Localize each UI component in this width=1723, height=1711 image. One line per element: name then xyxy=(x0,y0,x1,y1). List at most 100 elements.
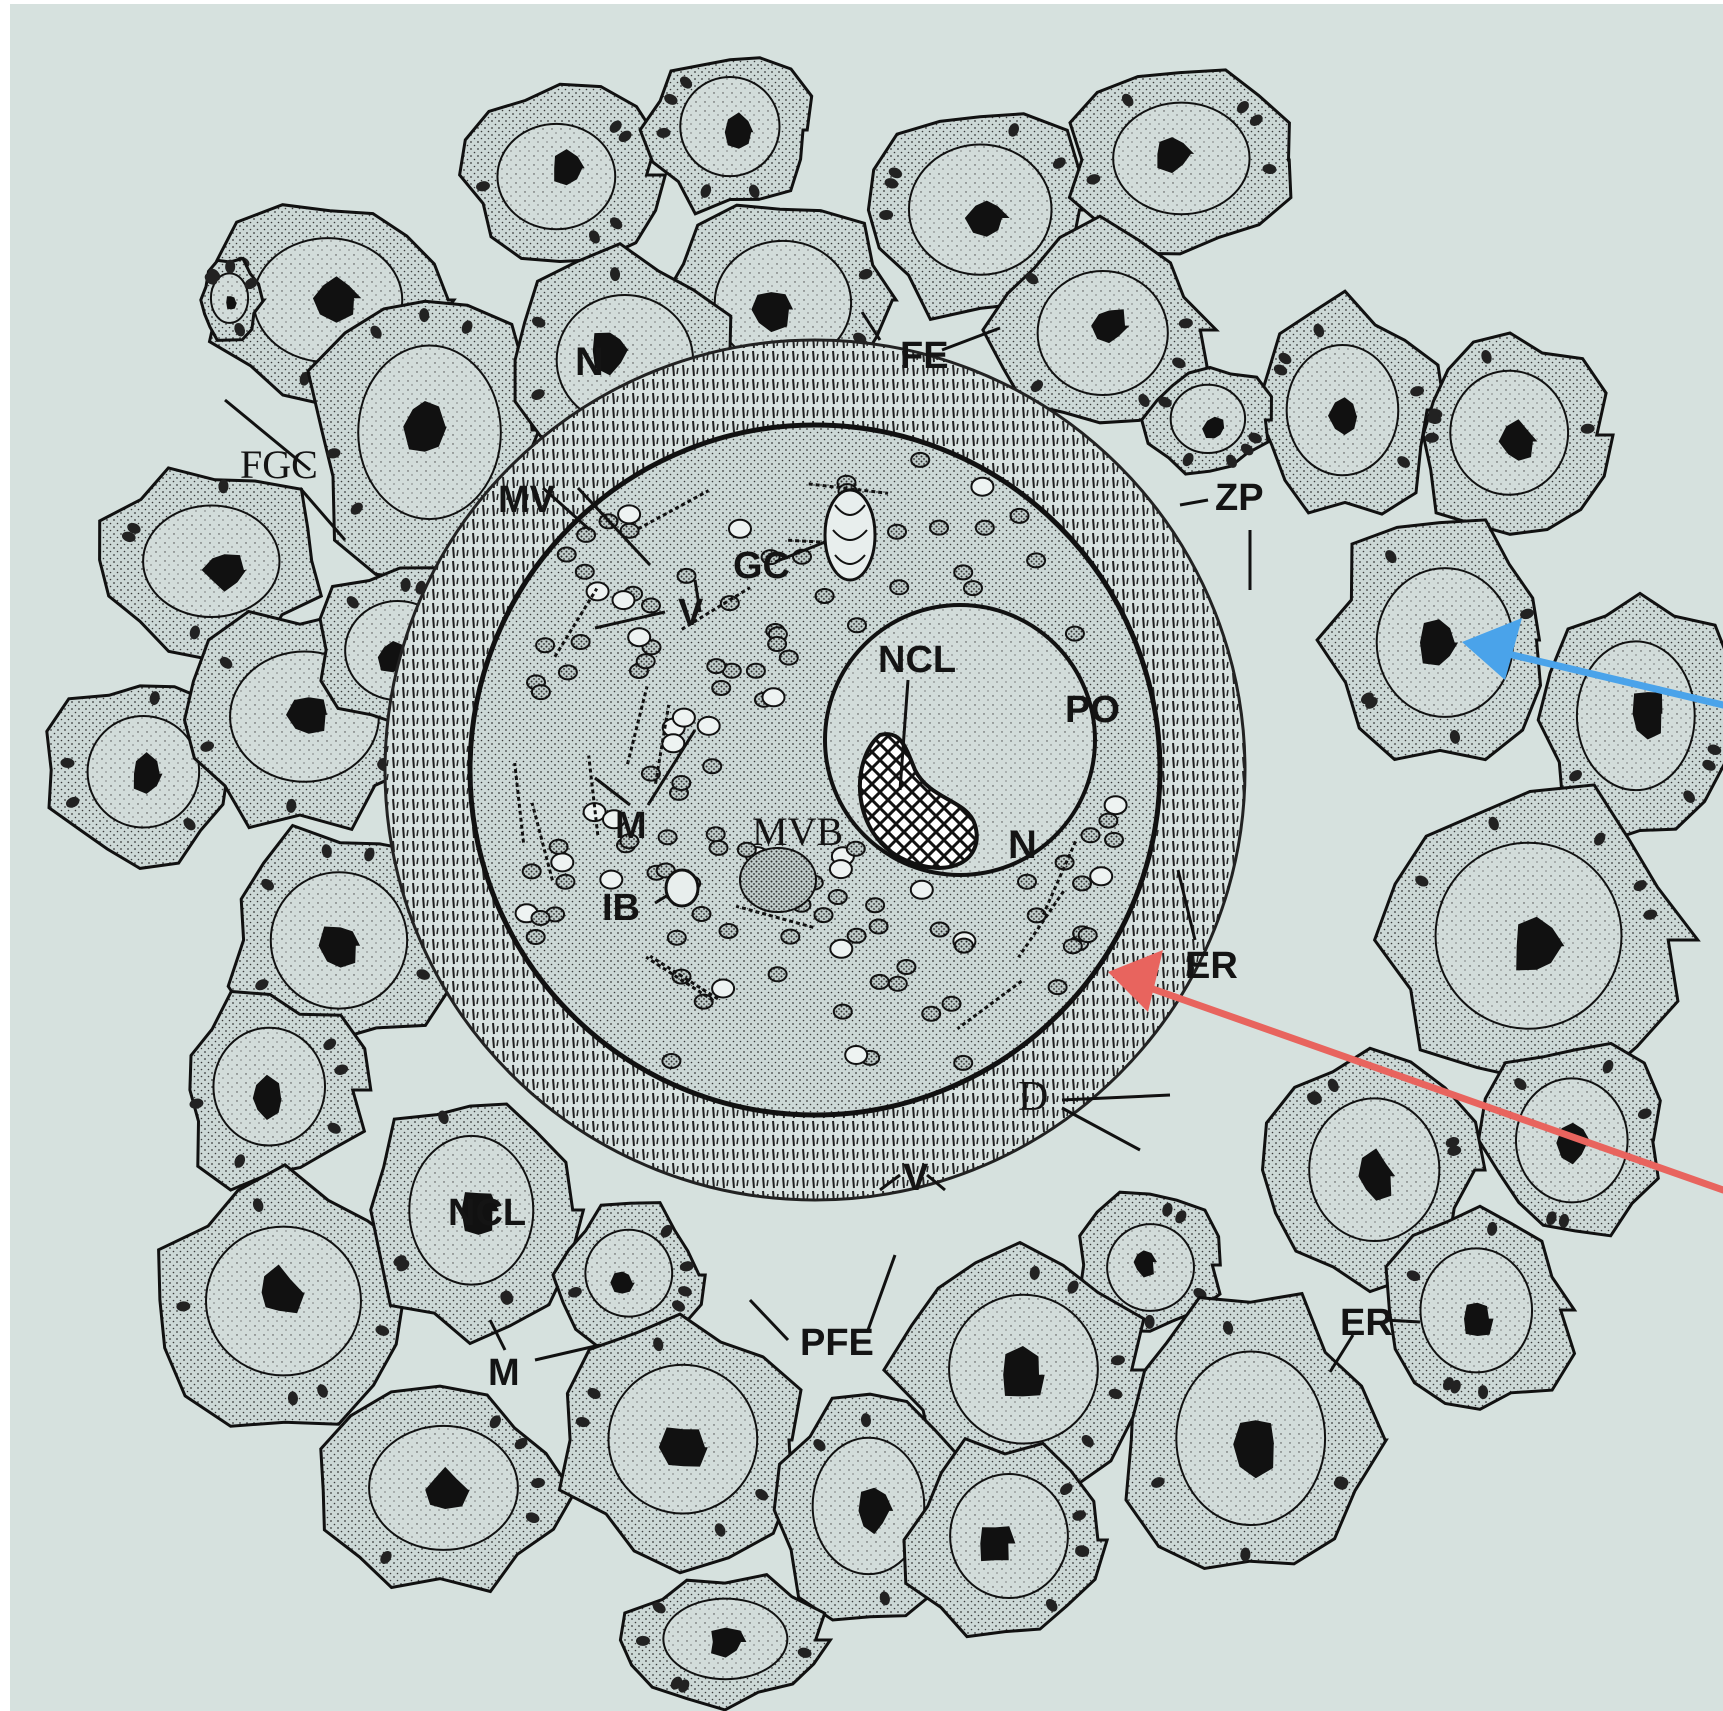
mitochondrion xyxy=(710,841,728,855)
vesicle xyxy=(698,717,720,735)
label-m-oocyte: M xyxy=(615,805,647,847)
mitochondrion xyxy=(769,967,787,981)
mitochondrion xyxy=(964,581,982,595)
vesicle xyxy=(1090,867,1112,885)
label-n-oocyte: N xyxy=(1008,823,1037,867)
vesicle xyxy=(830,860,852,878)
mitochondrion xyxy=(829,890,847,904)
label-pfe: PFE xyxy=(800,1322,874,1364)
mitochondrion xyxy=(848,929,866,943)
mitochondrion xyxy=(955,939,973,953)
mitochondrion xyxy=(558,548,576,562)
mitochondrion xyxy=(1018,875,1036,889)
cell-nucleus xyxy=(1171,385,1245,453)
mitochondrion xyxy=(931,923,949,937)
mitochondrion xyxy=(1049,980,1067,994)
mitochondrion xyxy=(527,930,545,944)
mitochondrion xyxy=(889,977,907,991)
label-zp: ZP xyxy=(1215,477,1264,519)
mitochondrion xyxy=(930,521,948,535)
label-v-lower: V xyxy=(903,1157,929,1199)
mitochondrion xyxy=(523,864,541,878)
vesicle xyxy=(830,940,852,958)
mitochondrion xyxy=(871,975,889,989)
cell-nucleus xyxy=(585,1230,672,1317)
label-ncl-follicle: NCL xyxy=(448,1192,526,1234)
mitochondrion xyxy=(576,565,594,579)
mitochondrion xyxy=(847,842,865,856)
vesicle xyxy=(618,505,640,523)
mitochondrion xyxy=(695,995,713,1009)
mitochondrion xyxy=(1105,833,1123,847)
golgi-complex xyxy=(825,490,875,580)
mitochondrion xyxy=(572,635,590,649)
mitochondrion xyxy=(1064,939,1082,953)
mitochondrion xyxy=(943,997,961,1011)
inclusion-body xyxy=(666,870,698,906)
mitochondrion xyxy=(781,930,799,944)
mitochondrion xyxy=(678,569,696,583)
vesicle xyxy=(712,980,734,998)
mitochondrion xyxy=(532,911,550,925)
oocyte-nucleus xyxy=(825,605,1095,875)
vesicle xyxy=(845,1046,867,1064)
vesicle xyxy=(628,628,650,646)
vesicle xyxy=(613,591,635,609)
mitochondrion xyxy=(954,1056,972,1070)
mitochondrion xyxy=(890,580,908,594)
mitochondrion xyxy=(637,654,655,668)
mitochondrion xyxy=(848,618,866,632)
mitochondrion xyxy=(1027,553,1045,567)
mitochondrion xyxy=(768,637,786,651)
mitochondrion xyxy=(976,521,994,535)
mitochondrion xyxy=(659,830,677,844)
label-er-follicle: ER xyxy=(1340,1302,1393,1344)
vesicle xyxy=(763,688,785,706)
label-d: D xyxy=(1018,1074,1048,1120)
mitochondrion xyxy=(556,875,574,889)
cell-mitochondrion xyxy=(225,260,235,274)
mitochondrion xyxy=(707,827,725,841)
label-fe: FE xyxy=(900,335,949,377)
mitochondrion xyxy=(662,1054,680,1068)
vesicle xyxy=(600,871,622,889)
multivesicular-body xyxy=(740,848,816,912)
mitochondrion xyxy=(815,908,833,922)
mitochondrion xyxy=(712,681,730,695)
cell-mitochondrion xyxy=(1145,1315,1155,1329)
mitochondrion xyxy=(720,924,738,938)
vesicle xyxy=(911,881,933,899)
mitochondrion xyxy=(870,920,888,934)
mitochondrion xyxy=(703,759,721,773)
label-gc: GC xyxy=(733,545,790,587)
mitochondrion xyxy=(747,664,765,678)
label-ib: IB xyxy=(602,887,640,929)
mitochondrion xyxy=(888,525,906,539)
mitochondrion xyxy=(911,453,929,467)
mitochondrion xyxy=(693,907,711,921)
mitochondrion xyxy=(834,1005,852,1019)
mitochondrion xyxy=(1099,814,1117,828)
mitochondrion xyxy=(1082,828,1100,842)
vesicle xyxy=(551,853,573,871)
mitochondrion xyxy=(577,528,595,542)
mitochondrion xyxy=(1066,627,1084,641)
label-mv: MV xyxy=(498,479,556,521)
mitochondrion xyxy=(550,840,568,854)
label-v-upper: V xyxy=(678,592,704,634)
mitochondrion xyxy=(668,931,686,945)
mitochondrion xyxy=(1073,876,1091,890)
oocyte xyxy=(470,425,1160,1115)
mitochondrion xyxy=(954,565,972,579)
mitochondrion xyxy=(897,960,915,974)
vesicle xyxy=(1105,796,1127,814)
follicle-cell xyxy=(460,84,666,261)
label-mvb: MVB xyxy=(752,809,843,854)
label-fgc: FGC xyxy=(240,442,318,487)
mitochondrion xyxy=(536,638,554,652)
mitochondrion xyxy=(816,589,834,603)
mitochondrion xyxy=(1079,928,1097,942)
vesicle xyxy=(971,478,993,496)
